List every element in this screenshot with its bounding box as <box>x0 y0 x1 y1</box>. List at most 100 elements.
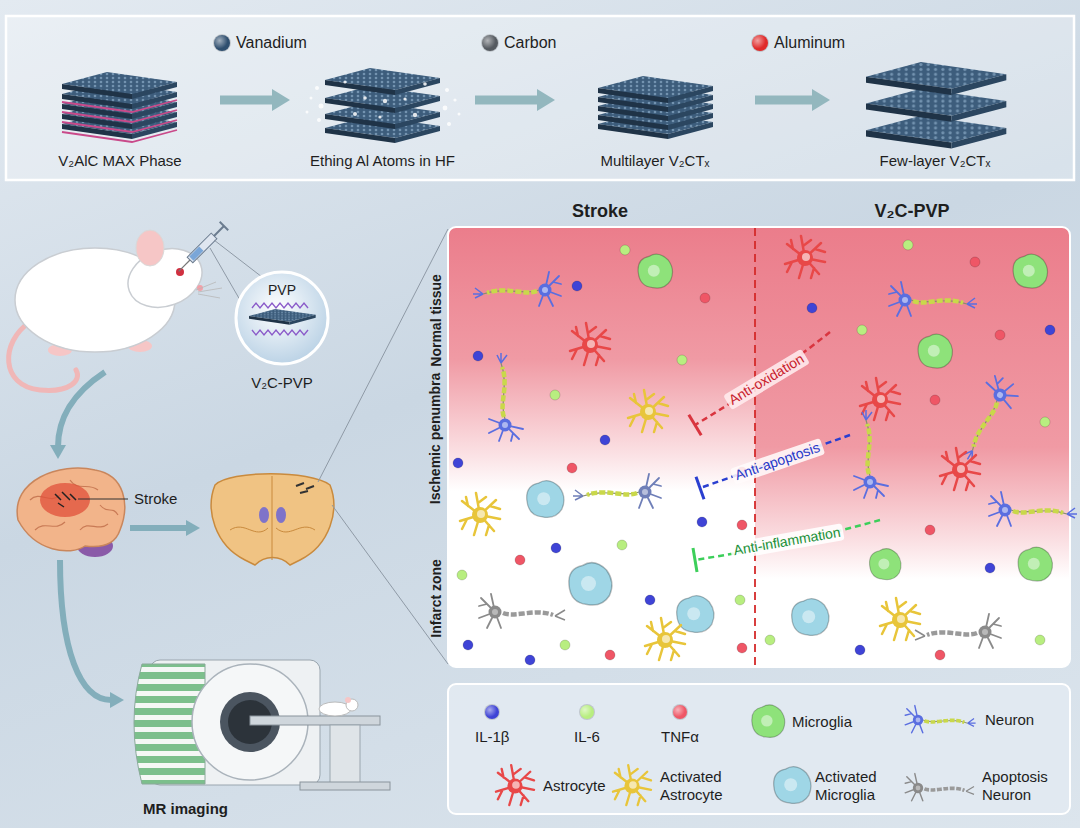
figure-circle <box>677 355 687 365</box>
mri-drawing <box>134 660 390 790</box>
stage-label: Multilayer V₂CTₓ <box>555 152 755 170</box>
connector-arrow <box>220 96 273 105</box>
figure-rect <box>330 725 360 785</box>
figure-circle <box>413 113 417 117</box>
figure-path <box>272 476 273 560</box>
figure-circle <box>700 293 710 303</box>
cytokines <box>453 240 1055 665</box>
connector-arrow <box>475 96 538 105</box>
figure-use <box>570 323 610 365</box>
figure-circle <box>353 112 357 116</box>
figure-ellipse <box>136 230 164 266</box>
etching-stack <box>306 68 461 143</box>
figure-circle <box>447 122 451 126</box>
figure-use <box>569 563 612 605</box>
figure-use <box>325 68 440 95</box>
figure-path <box>17 468 125 551</box>
callout-label: Stroke <box>134 490 177 508</box>
figure-use <box>496 765 534 805</box>
legend-swatch <box>482 35 498 51</box>
figure-use <box>866 62 1006 95</box>
row-label: Normal tissue <box>427 274 444 367</box>
figure-use <box>527 481 564 518</box>
column-header: V₂C-PVP <box>875 201 950 223</box>
figure-circle <box>903 240 913 250</box>
figure-ellipse <box>259 507 269 523</box>
figure-line <box>696 477 704 500</box>
figure-use <box>628 390 668 432</box>
effect-label: Anti-apoptosis <box>729 438 824 485</box>
stage-label: Few-layer V₂CTₓ <box>830 152 1040 170</box>
figure-circle <box>737 643 747 653</box>
figure-circle <box>807 303 817 313</box>
figure-use <box>989 492 1077 526</box>
figure-use <box>889 282 977 316</box>
figure-circle <box>378 115 381 118</box>
figure-use <box>880 598 920 640</box>
figure-circle <box>925 525 935 535</box>
figure-use <box>940 448 980 490</box>
zoom-line <box>210 248 240 300</box>
figure-circle <box>567 463 577 473</box>
figure-rect <box>187 233 217 263</box>
figure-circle <box>319 104 324 109</box>
figure-circle <box>453 98 456 101</box>
figure-line <box>220 222 228 230</box>
brain-figure: Stroke <box>12 466 182 560</box>
figure-circle <box>306 111 309 114</box>
figure-use <box>918 334 952 368</box>
figure-ellipse <box>40 483 90 517</box>
legend-text: IL-6 <box>574 728 600 746</box>
figure-circle <box>310 97 313 100</box>
figure-path <box>252 330 308 335</box>
legend-text: Vanadium <box>236 34 307 52</box>
figure-circle <box>445 88 449 92</box>
figure-label: MR imaging <box>143 800 228 818</box>
figure-rect <box>189 247 203 261</box>
zoom-line <box>214 240 262 277</box>
figure-circle <box>515 555 525 565</box>
tissue-panel <box>448 227 1070 667</box>
legend-text: Carbon <box>504 34 556 52</box>
brain-slice <box>211 474 334 565</box>
column-header: Stroke <box>572 201 628 223</box>
flow-arrow <box>58 372 105 447</box>
figure-ellipse <box>120 239 211 318</box>
figure-circle <box>765 635 775 645</box>
cells <box>460 236 1077 660</box>
legend-swatch <box>673 705 687 719</box>
nanosheet-circle: PVPV₂C-PVP <box>232 270 332 392</box>
figure-circle <box>453 458 463 468</box>
figure-circle <box>605 650 615 660</box>
figure-use <box>598 76 713 103</box>
legend-box <box>448 684 1070 814</box>
figure-use <box>866 116 1006 149</box>
figure-use <box>905 774 974 801</box>
figure-use <box>1018 547 1052 581</box>
figure-circle <box>383 99 387 103</box>
figure-use <box>638 254 672 288</box>
figure-circle <box>315 86 319 90</box>
figure-rect <box>250 716 380 725</box>
legend-text: Activated Astrocyte <box>660 768 740 804</box>
figure-use <box>785 236 825 278</box>
figure-use <box>62 72 177 99</box>
figure-circle <box>697 517 707 527</box>
divider-line <box>754 228 756 666</box>
figure-use <box>645 618 685 660</box>
figure-circle <box>551 543 561 553</box>
figure-rect <box>300 782 390 790</box>
figure-rect <box>448 227 755 667</box>
figure-circle <box>737 520 747 530</box>
figure-line <box>179 260 190 271</box>
figure-circle <box>363 96 367 100</box>
legend-text: Astrocyte <box>543 777 606 795</box>
stage-label: Ething Al Atoms in HF <box>290 152 475 170</box>
figure-circle <box>985 563 995 573</box>
legend-text: Neuron <box>985 711 1034 729</box>
figure-circle <box>458 113 461 116</box>
figure-circle <box>995 330 1005 340</box>
figure-circle <box>620 245 630 255</box>
legend-text: Aluminum <box>774 34 845 52</box>
